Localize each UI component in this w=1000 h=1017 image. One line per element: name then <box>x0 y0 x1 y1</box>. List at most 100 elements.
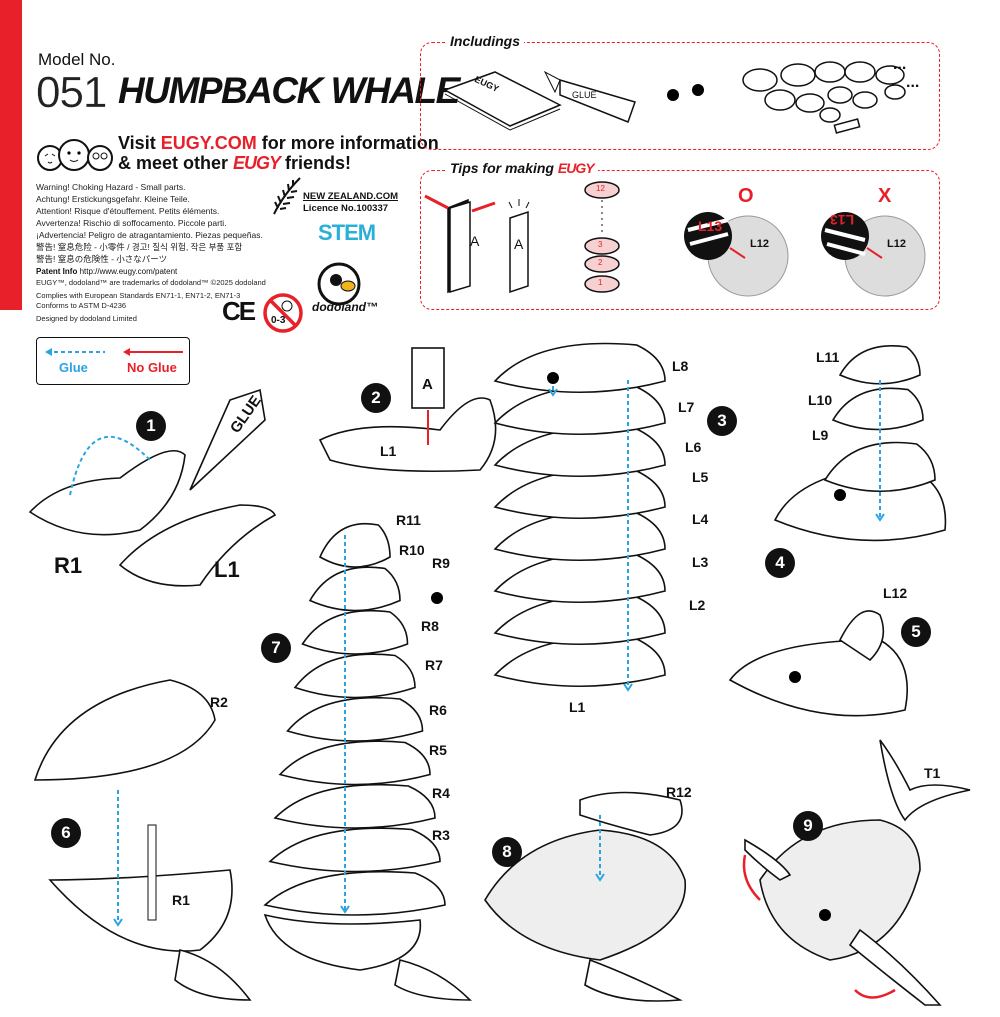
nz-site: NEW ZEALAND.COM <box>303 191 398 202</box>
part-l1 <box>318 397 497 473</box>
flipper <box>584 958 683 1002</box>
nz-licence-number: Licence No.100337 <box>303 203 389 214</box>
part-l1 <box>118 504 277 587</box>
warning-line: 警告! 窒息危险 - 小零件 / 경고! 질식 위험, 작은 부품 포함 <box>36 242 243 252</box>
layer-2 <box>493 594 666 646</box>
part-label: L6 <box>685 439 702 455</box>
wrong-orientation-icon <box>821 212 926 297</box>
part-label: L8 <box>672 358 689 374</box>
includings-illustration <box>443 61 906 134</box>
part-label: R1 <box>54 553 83 578</box>
more-parts-ellipsis-2: ... <box>906 74 920 91</box>
tip-wrong-mark: X <box>878 185 892 207</box>
layer-r5 <box>273 783 436 829</box>
tip-card-letter-2: A <box>514 236 524 252</box>
step-2-number: 2 <box>361 383 391 413</box>
warning-list: Warning! Choking Hazard - Small parts. A… <box>36 181 263 265</box>
eye-bead-icon <box>834 489 846 501</box>
part-label: R9 <box>432 555 450 571</box>
dodoland-logo-icon <box>317 262 361 306</box>
whale-lower-body <box>263 913 422 971</box>
eugy-logo: EUGY <box>233 153 281 173</box>
part-l10 <box>831 387 924 431</box>
layer-6 <box>493 426 666 478</box>
warning-line: 警告! 窒息の危険性 - 小さなパーツ <box>36 254 168 264</box>
step-9-number: 9 <box>793 811 823 841</box>
arrow-icon <box>340 905 350 914</box>
step-7-number: 7 <box>261 633 291 663</box>
warning-line: Achtung! Erstickungsgefahr. Kleine Teile… <box>36 194 190 204</box>
tips-illustration <box>424 181 926 297</box>
flipper <box>174 949 252 1001</box>
part-label: L5 <box>692 469 709 485</box>
tips-box <box>420 170 940 310</box>
ce-mark: CE <box>222 296 256 326</box>
part-label: L10 <box>808 392 833 408</box>
part-label: R10 <box>399 542 425 558</box>
arrow-icon <box>623 683 633 692</box>
part-label: R2 <box>210 694 228 710</box>
eye-bead-icon <box>819 909 831 921</box>
card-insert-icon <box>447 198 529 294</box>
layer-1 <box>493 636 666 688</box>
layer-r8 <box>293 653 416 699</box>
includings-title: Includings <box>446 33 524 49</box>
card-letter: A <box>422 376 433 393</box>
part-label: L1 <box>380 443 397 459</box>
nz-licence: NEW ZEALAND.COM Licence No.100337 <box>303 191 398 215</box>
tip-card-letter: A <box>470 233 480 249</box>
part-label: R6 <box>429 702 447 718</box>
part-r1 <box>28 450 186 536</box>
warning-line: ¡Advertencia! Peligro de atragantamiento… <box>36 230 263 240</box>
model-number: 051 <box>36 68 108 117</box>
meet-suffix: friends! <box>280 153 352 173</box>
eugy-friends-icon <box>37 139 113 171</box>
whale-assembled <box>484 829 686 961</box>
whale-assembled <box>759 819 921 961</box>
eugy-link[interactable]: EUGY.COM <box>160 133 257 153</box>
step-5-number: 5 <box>901 617 931 647</box>
eye-bead-icon <box>431 592 443 604</box>
age-warning-icon: 0-3 <box>262 292 304 334</box>
part-l12 <box>838 610 885 662</box>
arrow-icon <box>548 388 558 397</box>
layer-7 <box>493 384 666 436</box>
layer-5 <box>493 468 666 520</box>
flipper <box>848 928 942 1006</box>
part-label: L2 <box>689 597 706 613</box>
part-label: R4 <box>432 785 450 801</box>
patent-label: Patent Info <box>36 267 78 276</box>
part-label: R7 <box>425 657 443 673</box>
disc-number: 3 <box>598 240 603 249</box>
layer-r4 <box>268 827 441 873</box>
tips-title: Tips for making EUGY <box>446 160 598 176</box>
part-label: R1 <box>172 892 190 908</box>
part-label: L9 <box>812 427 829 443</box>
layer-8 <box>493 342 666 394</box>
legal-block: Patent Info http://www.eugy.com/patent E… <box>36 266 266 324</box>
card-a <box>411 347 445 409</box>
glue-tube-icon <box>189 388 266 491</box>
layer-4 <box>493 510 666 562</box>
part-label: R8 <box>421 618 439 634</box>
step-8-number: 8 <box>492 837 522 867</box>
layer-r6 <box>278 740 431 786</box>
step-1-number: 1 <box>136 411 166 441</box>
part-label: R11 <box>396 512 421 528</box>
eye-bead-icon <box>547 372 559 384</box>
step-3-number: 3 <box>707 406 737 436</box>
rotate-arrow-icon <box>854 988 896 999</box>
parts-discs-icon <box>742 61 906 134</box>
side-fin <box>744 838 792 881</box>
tips-eugy-logo: EUGY <box>557 160 595 176</box>
tips-title-text: Tips for making <box>450 160 554 176</box>
patent-url[interactable]: http://www.eugy.com/patent <box>79 267 178 276</box>
layer-r11 <box>318 523 391 568</box>
layer-r10 <box>308 566 401 612</box>
tip-base-part: L12 <box>750 238 769 250</box>
more-parts-ellipsis: ... <box>893 56 907 73</box>
disc-number: 12 <box>596 184 605 193</box>
eye-bead-icon <box>789 671 801 683</box>
flipper <box>394 959 472 1001</box>
